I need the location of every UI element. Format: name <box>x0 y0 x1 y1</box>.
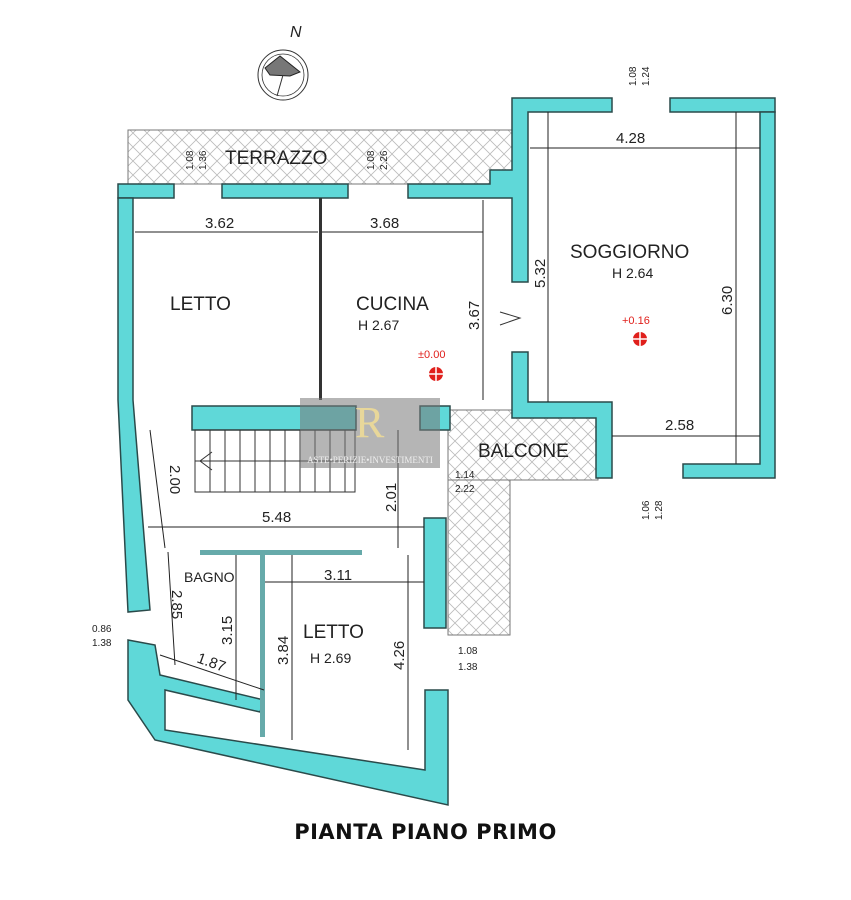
window-2-height: 2.26 <box>379 150 390 170</box>
cucina-height: H 2.67 <box>358 317 399 333</box>
dim-soggiorno-depth-1: 5.32 <box>532 259 549 288</box>
window-3-height: 1.24 <box>641 66 652 86</box>
window-4-height: 1.28 <box>654 500 665 520</box>
walls <box>117 97 776 806</box>
window-7-height: 1.38 <box>458 662 478 673</box>
window-3-width: 1.08 <box>628 66 639 86</box>
dim-stair-depth: 2.00 <box>166 465 183 494</box>
dim-soggiorno-depth-2: 6.30 <box>719 286 736 315</box>
room-cucina-label: CUCINA <box>356 294 429 315</box>
room-terrazzo-label: TERRAZZO <box>225 148 327 169</box>
room-bagno-label: BAGNO <box>184 569 235 585</box>
room-letto-2-label: LETTO <box>303 622 364 643</box>
window-5-width: 1.14 <box>455 470 475 481</box>
level-marker-icon <box>429 367 443 381</box>
window-7-width: 1.08 <box>458 646 478 657</box>
balcony-strip <box>447 479 511 636</box>
north-compass-icon <box>257 49 309 101</box>
watermark: R ASTE•PERIZIE•INVESTIMENTI <box>300 398 440 468</box>
window-2-width: 1.08 <box>366 150 377 170</box>
watermark-text: ASTE•PERIZIE•INVESTIMENTI <box>307 455 433 465</box>
room-soggiorno-label: SOGGIORNO <box>570 242 689 263</box>
window-1-width: 1.08 <box>185 150 196 170</box>
dimension-lines <box>135 112 760 750</box>
dim-soggiorno-width-2: 2.58 <box>665 417 694 434</box>
level-soggiorno: +0.16 <box>622 315 650 327</box>
window-4-width: 1.06 <box>641 500 652 520</box>
dim-corridor-width: 5.48 <box>262 509 291 526</box>
dim-bagno-depth: 2.85 <box>168 590 185 619</box>
dim-letto-2-width: 3.11 <box>324 567 352 584</box>
window-6-height: 1.38 <box>92 638 112 649</box>
window-1-height: 1.36 <box>198 150 209 170</box>
room-balcone-label: BALCONE <box>478 441 569 462</box>
level-marker-icon <box>633 332 647 346</box>
dim-soggiorno-width: 4.28 <box>616 130 645 147</box>
room-letto-label: LETTO <box>170 294 231 315</box>
dim-bagno-depth-2: 3.15 <box>219 616 236 645</box>
balcony-area <box>447 409 599 481</box>
dim-letto-2-depth-2: 4.26 <box>391 641 408 670</box>
soggiorno-height: H 2.64 <box>612 265 653 281</box>
entry-arrow-icon <box>499 311 522 326</box>
dim-cucina-depth: 3.67 <box>466 301 483 330</box>
window-5-height: 2.22 <box>455 484 475 495</box>
window-6-width: 0.86 <box>92 624 112 635</box>
dim-letto-2-depth-1: 3.84 <box>275 636 292 665</box>
plan-title: PIANTA PIANO PRIMO <box>294 820 557 844</box>
dim-corridor-depth: 2.01 <box>383 483 400 512</box>
letto-2-height: H 2.69 <box>310 650 351 666</box>
north-label: N <box>290 24 302 41</box>
level-cucina: ±0.00 <box>418 349 445 361</box>
dim-letto-width: 3.62 <box>205 215 234 232</box>
watermark-logo: R <box>355 398 385 447</box>
dim-cucina-width: 3.68 <box>370 215 399 232</box>
